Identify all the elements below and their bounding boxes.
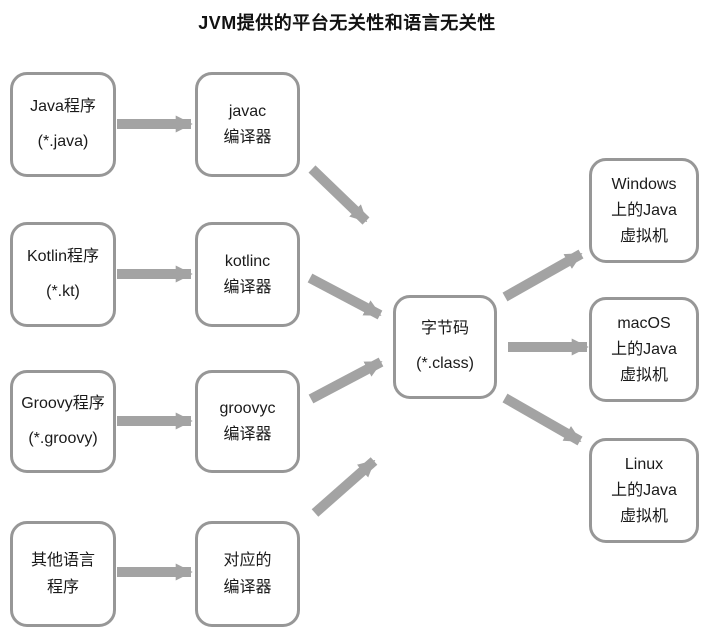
node-label: 虚拟机 <box>619 367 668 385</box>
node-javac-compiler: javac 编译器 <box>195 72 300 177</box>
arrow-groovyc-to-bytecode <box>308 357 384 404</box>
node-label: (*.class) <box>416 355 474 372</box>
node-label: 虚拟机 <box>619 228 668 246</box>
node-label: 程序 <box>46 578 79 596</box>
node-kotlin-source: Kotlin程序 (*.kt) <box>10 222 116 327</box>
node-jvm-linux: Linux 上的Java 虚拟机 <box>589 438 699 543</box>
arrow-javac-to-bytecode <box>308 165 370 225</box>
node-kotlinc-compiler: kotlinc 编译器 <box>195 222 300 327</box>
arrow-bytecode-to-windows <box>502 249 584 302</box>
node-label: 虚拟机 <box>619 508 668 526</box>
node-label: 编译器 <box>223 129 272 146</box>
node-groovyc-compiler: groovyc 编译器 <box>195 370 300 473</box>
node-label: 上的Java <box>611 201 677 219</box>
arrow-bytecode-to-linux <box>502 393 583 446</box>
node-jvm-macos: macOS 上的Java 虚拟机 <box>589 297 699 402</box>
node-label: 字节码 <box>420 320 469 338</box>
node-label: 编译器 <box>223 426 272 443</box>
node-label: (*.kt) <box>46 282 80 300</box>
arrow-compiler-to-bytecode <box>311 457 378 517</box>
node-label: Kotlin程序 <box>26 247 100 265</box>
node-groovy-source: Groovy程序 (*.groovy) <box>10 370 116 473</box>
node-other-source: 其他语言 程序 <box>10 521 116 627</box>
node-label: 编译器 <box>223 578 272 596</box>
node-label: 对应的 <box>223 552 272 570</box>
diagram-title: JVM提供的平台无关性和语言无关性 <box>198 13 496 33</box>
node-label: (*.java) <box>37 132 89 150</box>
arrow-kotlinc-to-bytecode <box>307 273 383 320</box>
node-label: macOS <box>617 314 671 332</box>
node-label: groovyc <box>219 399 276 417</box>
node-label: 其他语言 <box>30 552 95 570</box>
node-label: 上的Java <box>611 481 677 499</box>
node-label: kotlinc <box>224 252 271 270</box>
node-label: 编译器 <box>223 279 272 296</box>
node-label: javac <box>228 102 267 120</box>
node-bytecode: 字节码 (*.class) <box>393 295 497 399</box>
node-label: Linux <box>624 455 664 473</box>
node-other-compiler: 对应的 编译器 <box>195 521 300 627</box>
node-label: (*.groovy) <box>28 429 98 447</box>
node-label: Windows <box>611 175 677 193</box>
node-java-source: Java程序 (*.java) <box>10 72 116 177</box>
node-jvm-windows: Windows 上的Java 虚拟机 <box>589 158 699 263</box>
node-label: Java程序 <box>30 97 96 115</box>
node-label: Groovy程序 <box>21 394 105 412</box>
node-label: 上的Java <box>611 340 677 358</box>
